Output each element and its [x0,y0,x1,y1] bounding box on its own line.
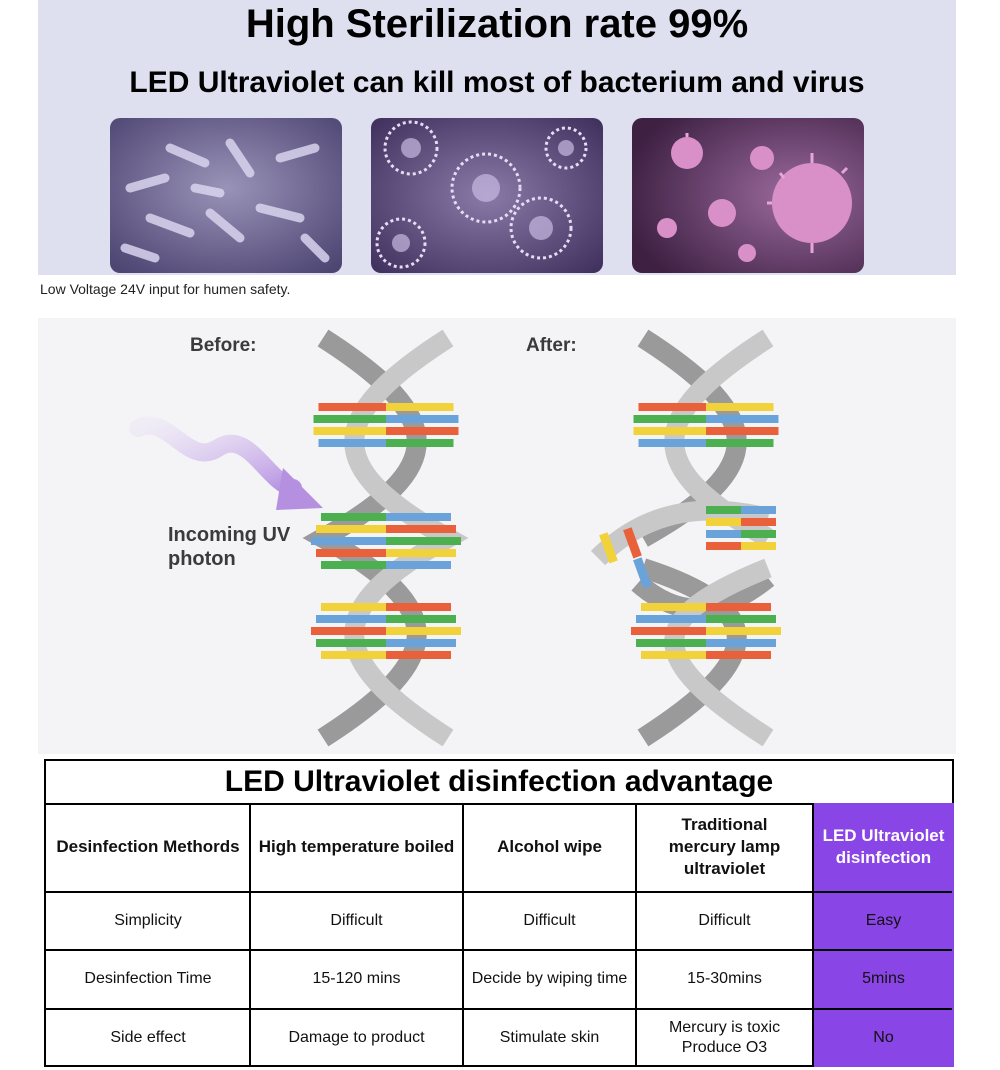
base-pair [386,525,456,533]
base-pair [636,639,706,647]
base-pair [321,603,386,611]
base-pair [706,415,779,423]
base-pair [386,537,461,545]
table-cell: 15-30mins [687,970,762,987]
base-pair [386,513,451,521]
safety-note: Low Voltage 24V input for humen safety. [40,281,291,297]
banner: High Sterilization rate 99% LED Ultravio… [38,0,956,275]
uv-photon-label: Incoming UV photon [168,524,291,570]
base-pair [321,561,386,569]
base-pair [706,615,776,623]
base-pair [706,530,741,538]
bacteria-image [110,118,342,273]
base-pair [706,506,741,514]
base-pair [741,530,776,538]
base-pair [318,439,386,447]
base-pair [311,537,386,545]
base-pair [386,561,451,569]
table-cell: Side effect [110,1029,186,1046]
coronavirus-image [632,118,864,273]
base-pair [638,439,706,447]
banner-title: High Sterilization rate 99% [245,2,749,46]
table-cell: Stimulate skin [499,1029,600,1046]
base-pair [386,603,451,611]
base-pair [313,427,386,435]
base-pair [316,549,386,557]
before-label: Before: [190,335,257,356]
broken-base [599,532,618,564]
table-cell: Desinfection Time [84,970,212,987]
base-pair [633,427,706,435]
base-pair [706,603,771,611]
table-cell: Simplicity [114,911,182,929]
table-cell-highlight: 5mins [862,970,905,987]
table-cell: Mercury is toxic Produce O3 [668,1019,781,1056]
broken-base [633,557,652,589]
base-pair [386,627,461,635]
broken-base [623,527,642,559]
table-cell: Difficult [523,911,576,929]
base-pair [316,615,386,623]
base-pair [741,518,776,526]
table-cell: Decide by wiping time [471,970,628,987]
base-pair [633,415,706,423]
base-pair [706,639,776,647]
base-pair [386,651,451,659]
base-pair [741,542,776,550]
base-pair [386,615,456,623]
uv-photon-arrow [129,416,323,510]
table-cell-highlight: Easy [865,911,902,929]
base-pair [706,651,771,659]
table-cell: 15-120 mins [312,970,401,987]
base-pair [641,603,706,611]
base-pair [638,403,706,411]
virus-image [371,118,603,273]
base-pair [741,506,776,514]
base-pair [321,513,386,521]
base-pair [386,427,459,435]
led-column-highlight [814,803,954,1067]
after-label: After: [526,335,577,356]
base-pair [386,639,456,647]
base-pair [706,627,781,635]
dna-helix-after [590,329,781,747]
base-pair [706,518,741,526]
base-pair [313,415,386,423]
base-pair [706,427,779,435]
base-pair [706,542,741,550]
table-title: LED Ultraviolet disinfection advantage [46,761,952,805]
base-pair [386,439,454,447]
dna-helix-before [302,329,469,747]
table-cell: Difficult [698,911,751,929]
header-high-temperature: High temperature boiled [258,837,455,856]
base-pair [316,639,386,647]
base-pair [641,651,706,659]
header-mercury-lamp: Traditional mercury lamp ultraviolet [668,815,781,878]
table-cell: Difficult [330,911,383,929]
base-pair [706,439,774,447]
banner-subtitle: LED Ultraviolet can kill most of bacteri… [129,66,865,99]
base-pair [636,615,706,623]
base-pair [631,627,706,635]
base-pair [386,549,456,557]
dna-illustration: Before: After: Incoming UV photon [38,318,956,754]
base-pair [321,651,386,659]
base-pair [706,403,774,411]
base-pair [318,403,386,411]
base-pair [386,415,459,423]
table-cell-highlight: No [873,1029,894,1046]
header-alcohol-wipe: Alcohol wipe [497,837,602,856]
header-led-ultraviolet: LED Ultraviolet disinfection [822,826,945,867]
advantage-table: LED Ultraviolet disinfection advantage D… [44,759,954,1067]
base-pair [316,525,386,533]
base-pair [311,627,386,635]
base-pair [386,403,454,411]
table-cell: Damage to product [288,1029,425,1046]
header-methods: Desinfection Methords [56,837,240,856]
